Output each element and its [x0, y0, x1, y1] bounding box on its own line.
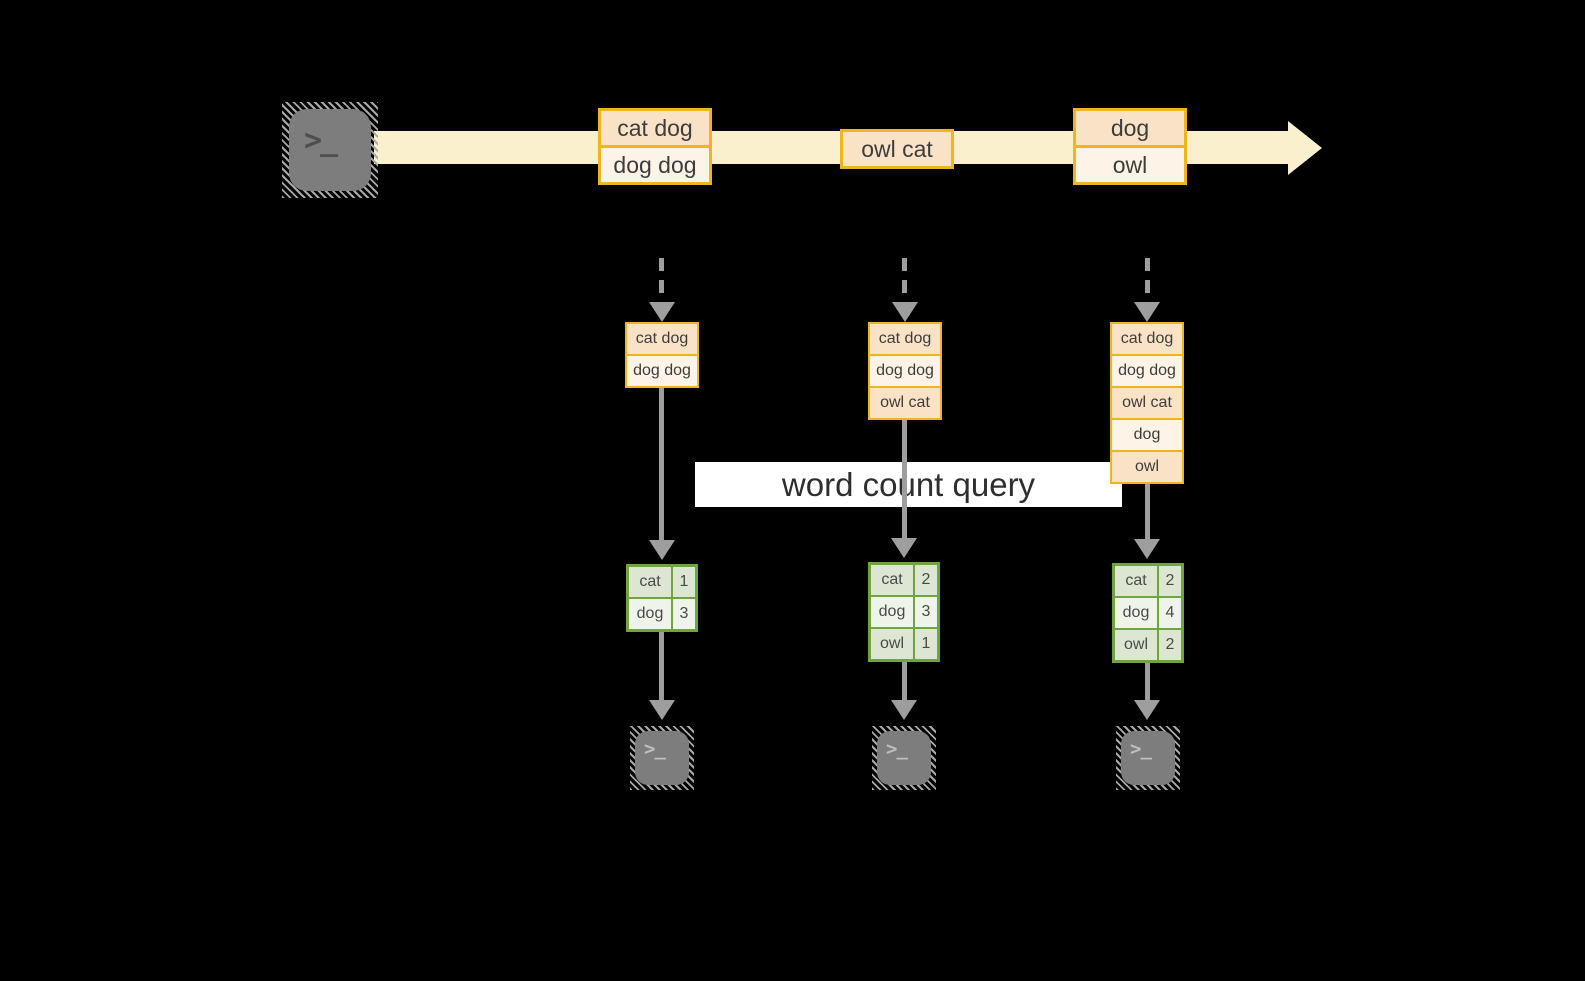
output-arrow-line-1	[659, 632, 664, 700]
stream-event: cat dog	[598, 108, 712, 148]
output-arrowhead-icon-2	[891, 700, 917, 720]
state-row: dog	[1112, 420, 1182, 450]
source-terminal-icon: >_	[282, 102, 378, 198]
stream-event: dog dog	[598, 145, 712, 185]
word-count-query-label: word count query	[695, 462, 1122, 507]
state-buffer-2: cat dog dog dog owl cat	[868, 322, 942, 420]
count-word-cell: dog	[629, 599, 671, 629]
count-value-cell: 3	[915, 597, 937, 627]
terminal-icon-body: >_	[635, 731, 689, 785]
stream-event-batch-2: owl cat	[840, 129, 954, 169]
output-terminal-icon-2: >_	[872, 726, 936, 790]
count-value-cell: 3	[673, 599, 695, 629]
ingest-arrow-line-2	[902, 258, 907, 302]
state-buffer-1: cat dog dog dog	[625, 322, 699, 388]
count-value-cell: 4	[1159, 598, 1181, 628]
output-arrow-line-3	[1145, 663, 1150, 700]
count-word-cell: owl	[1115, 630, 1157, 660]
stream-timeline-arrowhead-icon	[1288, 121, 1322, 175]
ingest-arrowhead-icon-2	[892, 302, 918, 322]
count-value-cell: 2	[915, 565, 937, 595]
state-row: cat dog	[870, 324, 940, 354]
ingest-arrowhead-icon-3	[1134, 302, 1160, 322]
stream-event: dog	[1073, 108, 1187, 148]
output-arrowhead-icon-1	[649, 700, 675, 720]
count-value-cell: 2	[1159, 630, 1181, 660]
terminal-prompt-icon: >_	[1130, 738, 1152, 760]
state-row: dog dog	[870, 356, 940, 386]
count-word-cell: dog	[1115, 598, 1157, 628]
query-arrow-line-1	[659, 388, 664, 540]
state-row: cat dog	[1112, 324, 1182, 354]
terminal-prompt-icon: >_	[886, 738, 908, 760]
state-row: dog dog	[1112, 356, 1182, 386]
query-arrow-line-3	[1145, 484, 1150, 539]
count-table-2: cat 2 dog 3 owl 1	[868, 562, 940, 662]
state-buffer-3: cat dog dog dog owl cat dog owl	[1110, 322, 1184, 484]
state-row: owl cat	[870, 388, 940, 418]
count-value-cell: 2	[1159, 566, 1181, 596]
output-terminal-icon-1: >_	[630, 726, 694, 790]
count-word-cell: owl	[871, 629, 913, 659]
output-arrowhead-icon-3	[1134, 700, 1160, 720]
query-arrowhead-icon-2	[891, 538, 917, 558]
terminal-prompt-icon: >_	[304, 123, 338, 158]
stream-event: owl	[1073, 145, 1187, 185]
query-arrowhead-icon-3	[1134, 539, 1160, 559]
terminal-prompt-icon: >_	[644, 738, 666, 760]
terminal-icon-body: >_	[289, 109, 371, 191]
stream-event: owl cat	[840, 129, 954, 169]
count-table-1: cat 1 dog 3	[626, 564, 698, 632]
query-arrowhead-icon-1	[649, 540, 675, 560]
count-word-cell: cat	[871, 565, 913, 595]
count-word-cell: cat	[1115, 566, 1157, 596]
stream-event-batch-3: dog owl	[1073, 108, 1187, 185]
state-row: cat dog	[627, 324, 697, 354]
state-row: owl cat	[1112, 388, 1182, 418]
count-word-cell: dog	[871, 597, 913, 627]
state-row: dog dog	[627, 356, 697, 386]
count-value-cell: 1	[673, 567, 695, 597]
ingest-arrowhead-icon-1	[649, 302, 675, 322]
count-table-3: cat 2 dog 4 owl 2	[1112, 563, 1184, 663]
output-terminal-icon-3: >_	[1116, 726, 1180, 790]
output-arrow-line-2	[902, 662, 907, 700]
query-arrow-line-2	[902, 420, 907, 538]
state-row: owl	[1112, 452, 1182, 482]
terminal-icon-body: >_	[877, 731, 931, 785]
ingest-arrow-line-1	[659, 258, 664, 302]
stream-event-batch-1: cat dog dog dog	[598, 108, 712, 185]
count-word-cell: cat	[629, 567, 671, 597]
count-value-cell: 1	[915, 629, 937, 659]
terminal-icon-body: >_	[1121, 731, 1175, 785]
ingest-arrow-line-3	[1145, 258, 1150, 302]
